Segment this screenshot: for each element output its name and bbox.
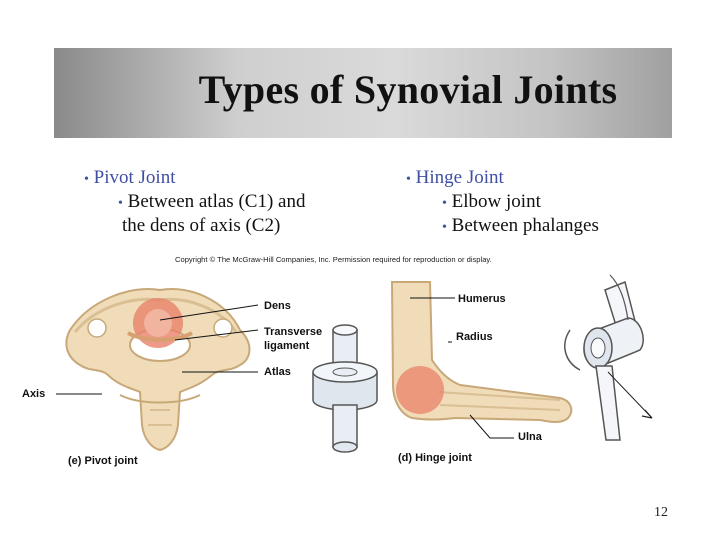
pivot-sub-line1: Between atlas (C1) and [127,191,306,212]
pivot-joint-bullet: • Pivot Joint [84,166,175,192]
label-ligament: ligament [264,340,310,352]
bullet-icon: • [442,220,447,235]
hinge-joint-bullet: • Hinge Joint [406,166,504,192]
bullet-icon: • [442,196,447,211]
label-ulna: Ulna [518,431,542,443]
hinge-sub-elbow: • Elbow joint [442,191,541,212]
bullet-icon: • [84,172,89,187]
caption-hinge-joint: (d) Hinge joint [398,452,472,464]
hinge-sub-phalanges: • Between phalanges [442,215,599,236]
hinge-joint-heading: Hinge Joint [415,167,504,188]
label-dens: Dens [264,300,291,312]
page-number: 12 [654,505,668,520]
hinge-model [564,274,653,441]
label-axis: Axis [22,388,46,400]
copyright-notice: Copyright © The McGraw-Hill Companies, I… [175,255,492,264]
pivot-joint-heading: Pivot Joint [93,167,176,188]
slide-title: Types of Synovial Joints [198,67,618,112]
caption-pivot-joint: (e) Pivot joint [68,455,138,467]
label-radius: Radius [456,331,493,343]
title-banner [54,48,672,138]
label-transverse: Transverse [264,326,323,338]
pivot-model [312,324,378,453]
label-humerus: Humerus [458,293,506,305]
pivot-joint-sub: • Between atlas (C1) and [118,190,305,216]
vertebra-illustration [65,288,251,452]
bullet-icon: • [118,196,123,211]
bullet-icon: • [406,172,411,187]
elbow-illustration [390,281,573,423]
pivot-sub-line2: the dens of axis (C2) [122,215,281,236]
label-atlas: Atlas [264,366,291,378]
